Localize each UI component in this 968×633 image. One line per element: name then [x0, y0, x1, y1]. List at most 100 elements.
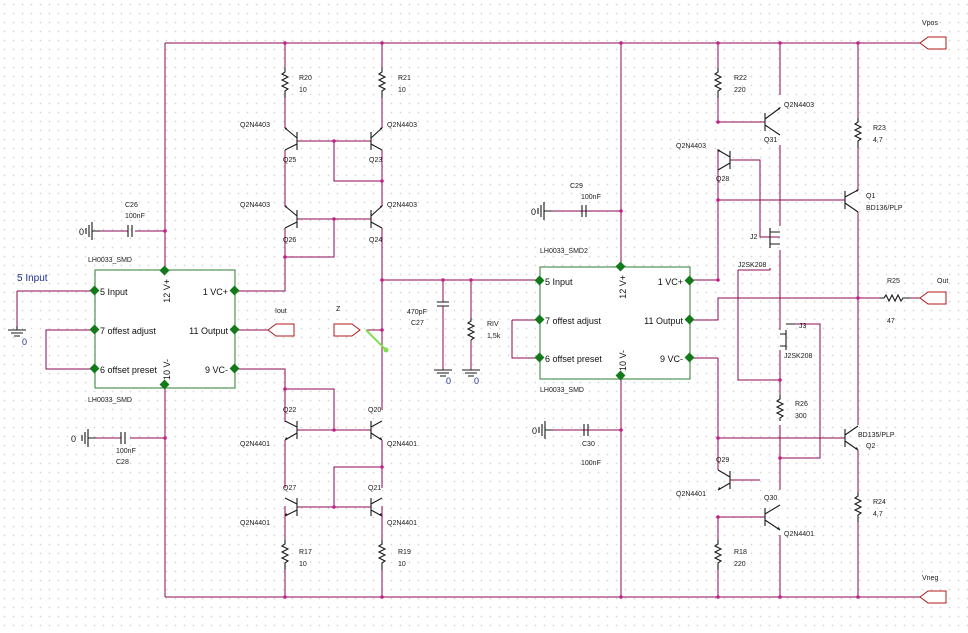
resistor-r25[interactable]: R25 47 [880, 278, 910, 325]
resistor-r22[interactable]: R22 220 [713, 68, 747, 98]
resistor-r18[interactable]: R18 220 [713, 540, 747, 570]
transistor-q25[interactable]: Q2N4403 Q25 [240, 122, 298, 164]
transistor-q24[interactable]: Q2N4403 Q24 [369, 202, 417, 244]
svg-text:R19: R19 [398, 549, 411, 556]
transistor-q2[interactable]: BD135/PLP Q2 [844, 425, 895, 451]
opamp-lh0033-right[interactable]: 5 Input 7 offest adjust 6 offset preset … [534, 261, 695, 381]
wires [16, 42, 920, 598]
svg-text:J2SK208: J2SK208 [738, 262, 767, 269]
resistor-riv[interactable]: RIV 1,5k [466, 318, 501, 341]
opamp2-name-bottom: LH0033_SMD [540, 387, 584, 394]
opamp1-pin-vc-minus: 9 VC- [205, 365, 228, 375]
svg-text:Out: Out [937, 278, 948, 285]
svg-text:0: 0 [22, 337, 27, 347]
ground-c30: 0 [532, 421, 553, 439]
opamp1-pin-v-minus: 10 V- [162, 359, 172, 380]
svg-text:R18: R18 [734, 549, 747, 556]
resistor-r26[interactable]: R26 300 [775, 395, 808, 421]
resistor-r21[interactable]: R21 10 [377, 68, 411, 98]
svg-text:Q23: Q23 [369, 157, 382, 164]
ground-input: 0 [8, 326, 27, 347]
capacitor-c27[interactable]: 470pF C27 [407, 301, 449, 327]
capacitor-c28[interactable]: 100nF C28 [96, 432, 136, 466]
svg-text:C28: C28 [116, 459, 129, 466]
capacitor-c26[interactable]: C26 100nF [100, 202, 145, 237]
junctions [163, 41, 860, 599]
opamp2-name: LH0033_SMD2 [540, 248, 588, 255]
svg-text:Q25: Q25 [283, 157, 296, 164]
opamp-lh0033-left[interactable]: 5 Input 7 offest adjust 6 offset preset … [89, 265, 240, 390]
resistor-r23[interactable]: R23 4,7 [853, 118, 886, 148]
svg-text:220: 220 [734, 561, 746, 568]
jfet-j3[interactable]: J3 J2SK208 [780, 323, 813, 360]
opamp2-pin-output: 11 Output [644, 316, 683, 326]
port-vpos[interactable]: Vpos [919, 20, 947, 50]
svg-text:47: 47 [887, 318, 895, 325]
svg-text:10: 10 [299, 87, 307, 94]
svg-text:0: 0 [532, 426, 537, 436]
svg-text:1,5k: 1,5k [487, 333, 501, 340]
svg-text:10: 10 [299, 561, 307, 568]
svg-text:Q29: Q29 [716, 457, 729, 464]
opamp2-pin-offset-preset: 6 offset preset [545, 354, 602, 364]
transistor-q28[interactable]: Q2N4403 Q28 [676, 143, 731, 183]
opamp1-pin-v-plus: 12 V+ [162, 279, 172, 303]
svg-text:Iout: Iout [275, 308, 287, 315]
opamp2-pin-v-plus: 12 V+ [618, 275, 628, 299]
resistor-r17[interactable]: R17 10 [280, 540, 312, 570]
transistor-q20[interactable]: Q20 Q2N4401 [368, 407, 417, 448]
transistor-q27[interactable]: Q27 Q2N4401 [240, 485, 298, 527]
opamp1-pin-vc-plus: 1 VC+ [203, 287, 228, 297]
svg-text:J2: J2 [750, 234, 758, 241]
svg-text:R26: R26 [795, 401, 808, 408]
port-z[interactable]: Z [333, 306, 389, 353]
svg-text:0: 0 [79, 227, 84, 237]
transistor-q23[interactable]: Q2N4403 Q23 [369, 122, 417, 164]
svg-text:R21: R21 [398, 75, 411, 82]
opamp1-name-bottom: LH0033_SMD [88, 397, 132, 404]
transistor-q21[interactable]: Q21 Q2N4401 [368, 485, 417, 527]
transistor-q30[interactable]: Q30 Q2N4401 [764, 495, 814, 538]
capacitor-c29[interactable]: C29 100nF [552, 183, 601, 217]
jfet-j2[interactable]: J2 J2SK208 [738, 228, 780, 269]
transistor-q31[interactable]: Q2N4403 Q31 [764, 102, 814, 144]
transistor-q1[interactable]: Q1 BD136/PLP [844, 189, 903, 213]
svg-text:100nF: 100nF [581, 194, 601, 201]
svg-text:Q2N4401: Q2N4401 [240, 441, 270, 448]
svg-text:R22: R22 [734, 75, 747, 82]
transistor-q26[interactable]: Q2N4403 Q26 [240, 202, 298, 244]
resistor-r19[interactable]: R19 10 [377, 540, 411, 570]
resistor-r20[interactable]: R20 10 [280, 68, 312, 98]
svg-text:Q2N4403: Q2N4403 [784, 102, 814, 109]
ground-c27: 0 [434, 369, 452, 386]
svg-text:Q2N4401: Q2N4401 [387, 441, 417, 448]
resistor-r24[interactable]: R24 4,7 [853, 492, 886, 522]
opamp1-pin-input: 5 Input [100, 287, 128, 297]
svg-text:R25: R25 [887, 278, 900, 285]
svg-text:Q2N4403: Q2N4403 [387, 122, 417, 129]
transistor-q29[interactable]: Q29 Q2N4401 [676, 457, 731, 498]
svg-text:Q2N4401: Q2N4401 [784, 531, 814, 538]
opamp1-pin-offset-adjust: 7 offest adjust [100, 326, 156, 336]
ground-c29: 0 [531, 202, 552, 220]
svg-text:R23: R23 [873, 125, 886, 132]
ground-c26: 0 [79, 222, 100, 240]
port-iout[interactable]: Iout [267, 308, 295, 337]
svg-text:J2SK208: J2SK208 [784, 353, 813, 360]
opamp2-pin-v-minus: 10 V- [618, 350, 628, 371]
transistor-q22[interactable]: Q22 Q2N4401 [240, 407, 298, 448]
capacitor-c30[interactable]: C30 100nF [553, 424, 601, 467]
port-vneg[interactable]: Vneg [919, 575, 947, 604]
port-out[interactable]: Out [919, 278, 948, 305]
svg-text:C26: C26 [125, 202, 138, 209]
svg-text:C30: C30 [582, 441, 595, 448]
svg-text:Q2N4401: Q2N4401 [240, 520, 270, 527]
opamp2-pin-offset-adjust: 7 offest adjust [545, 316, 601, 326]
input-label: 5 Input [17, 273, 48, 284]
svg-text:Q2N4403: Q2N4403 [387, 202, 417, 209]
svg-text:0: 0 [71, 434, 76, 444]
svg-text:100nF: 100nF [581, 460, 601, 467]
ground-c28: 0 [71, 429, 96, 447]
svg-text:4,7: 4,7 [873, 137, 883, 144]
